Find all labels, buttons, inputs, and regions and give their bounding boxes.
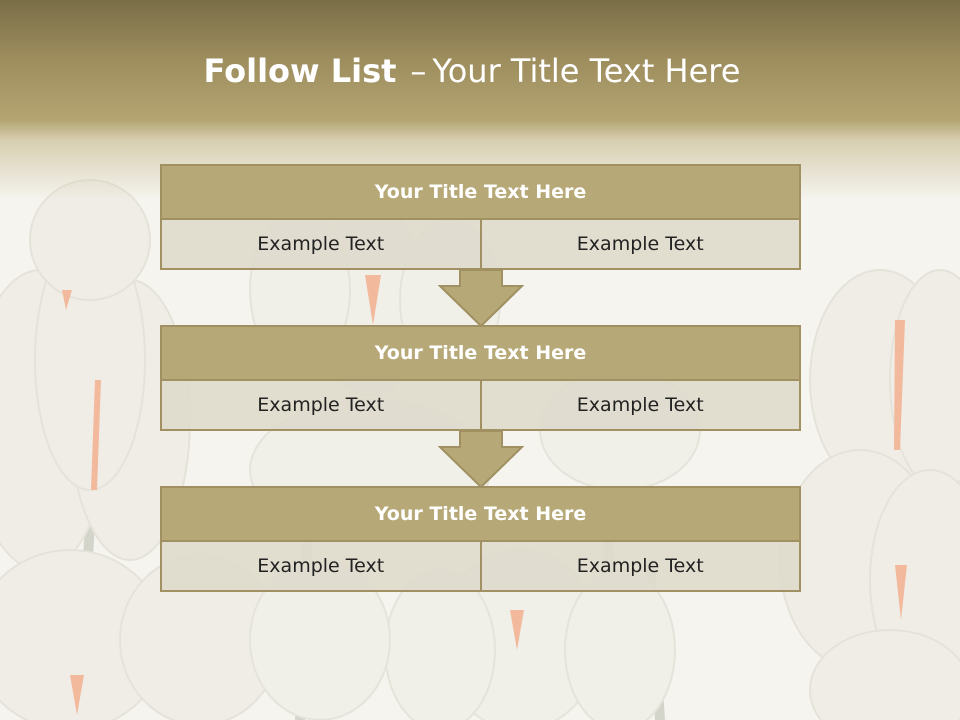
slide-title-dash: – (410, 52, 427, 90)
block-2-cell-left[interactable]: Example Text (160, 381, 480, 431)
block-row-3: Example Text Example Text (160, 542, 801, 592)
block-row-1: Example Text Example Text (160, 220, 801, 270)
slide-title-rest: Your Title Text Here (432, 52, 741, 90)
block-1-cell-left[interactable]: Example Text (160, 220, 480, 270)
slide-title-bold: Follow List (203, 52, 397, 90)
list-block-2: Your Title Text Here Example Text Exampl… (160, 325, 801, 431)
list-block-3: Your Title Text Here Example Text Exampl… (160, 486, 801, 592)
block-1-cell-right[interactable]: Example Text (479, 220, 801, 270)
down-arrow-icon (438, 431, 524, 489)
block-title-1[interactable]: Your Title Text Here (160, 164, 801, 220)
block-title-2[interactable]: Your Title Text Here (160, 325, 801, 381)
block-title-3[interactable]: Your Title Text Here (160, 486, 801, 542)
block-3-cell-right[interactable]: Example Text (479, 542, 801, 592)
block-3-cell-left[interactable]: Example Text (160, 542, 480, 592)
block-row-2: Example Text Example Text (160, 381, 801, 431)
slide-title: Follow List–Your Title Text Here (0, 52, 944, 90)
block-2-cell-right[interactable]: Example Text (479, 381, 801, 431)
down-arrow-icon (438, 270, 524, 328)
list-block-1: Your Title Text Here Example Text Exampl… (160, 164, 801, 270)
